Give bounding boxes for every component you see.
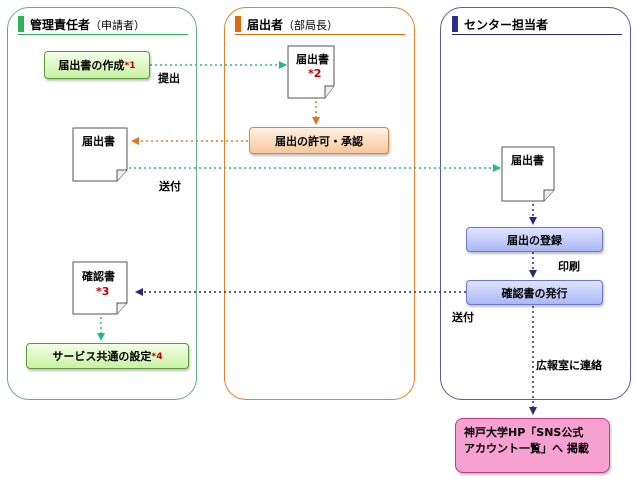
lane-manager-marker xyxy=(18,16,24,32)
document-icon xyxy=(287,45,335,99)
doc-manager-label: 届出書 xyxy=(82,135,115,148)
lane-head-title: 届出者（部局長） xyxy=(247,18,339,32)
approve-step: 届出の許可・承認 xyxy=(249,127,389,154)
doc-confirm-label: 確認書 xyxy=(82,270,115,283)
lane-center xyxy=(440,7,631,400)
publish-step: 神戸大学HP「SNS公式 アカウント一覧」へ 掲載 xyxy=(455,418,610,473)
lane-center-rule xyxy=(452,34,622,35)
document-icon xyxy=(501,146,555,202)
register-step: 届出の登録 xyxy=(466,227,603,252)
send-label: 送付 xyxy=(159,180,181,193)
lane-manager xyxy=(7,7,197,400)
print-label: 印刷 xyxy=(558,260,580,273)
send-label: 送付 xyxy=(452,311,474,324)
document-icon xyxy=(72,261,128,315)
lane-center-marker xyxy=(452,16,458,32)
setup-step: サービス共通の設定*4 xyxy=(26,343,189,369)
publish-line-1: 神戸大学HP「SNS公式 xyxy=(464,426,584,439)
submit-label: 提出 xyxy=(158,72,180,85)
issue-confirmation-step: 確認書の発行 xyxy=(466,280,603,305)
lane-head xyxy=(224,7,415,400)
contact-pr-label: 広報室に連絡 xyxy=(536,359,602,372)
lane-manager-title: 管理責任者（申請者） xyxy=(30,18,146,32)
document-icon xyxy=(72,127,128,182)
doc-head-label: 届出書 xyxy=(296,53,329,66)
create-form-step: 届出書の作成*1 xyxy=(44,51,150,79)
publish-line-2: アカウント一覧」へ 掲載 xyxy=(464,442,589,455)
doc-confirm-number: *3 xyxy=(96,285,110,298)
lane-center-title: センター担当者 xyxy=(464,18,549,32)
lane-manager-rule xyxy=(18,34,188,35)
doc-head-number: *2 xyxy=(308,67,322,80)
lane-head-rule xyxy=(235,34,405,35)
lane-head-marker xyxy=(235,16,241,32)
doc-center-label: 届出書 xyxy=(511,154,544,167)
